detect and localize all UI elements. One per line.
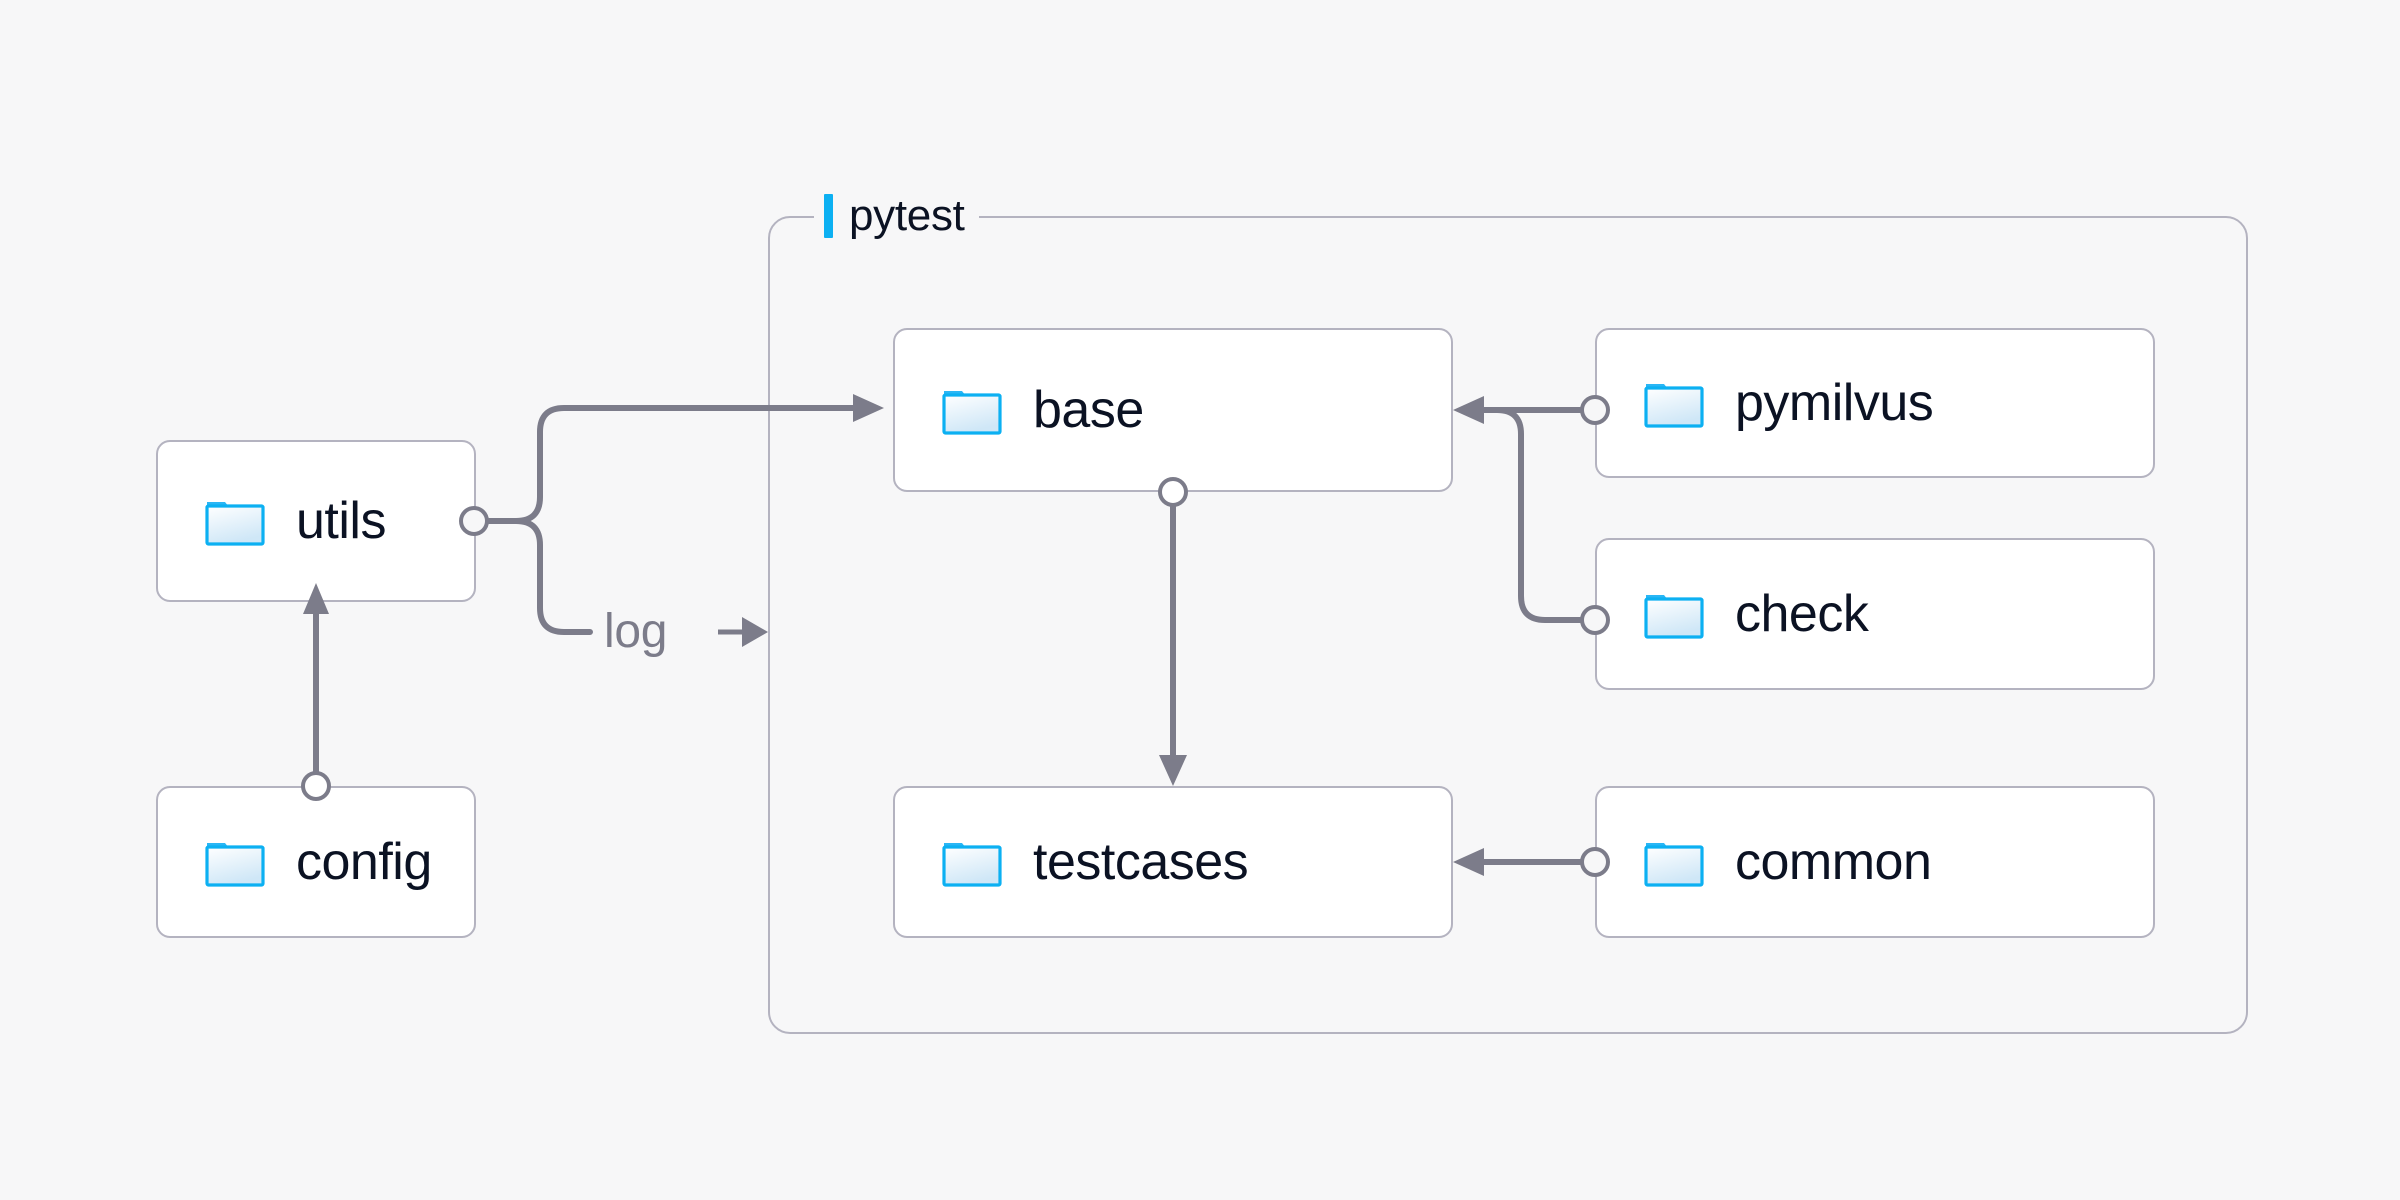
folder-icon bbox=[1644, 595, 1704, 639]
folder-icon bbox=[205, 843, 265, 887]
folder-icon bbox=[205, 502, 265, 546]
node-base-label: base bbox=[1033, 381, 1144, 439]
node-common-label: common bbox=[1735, 833, 1932, 891]
port-pymilvus-left[interactable] bbox=[1580, 395, 1610, 425]
port-common-left[interactable] bbox=[1580, 847, 1610, 877]
node-check-label: check bbox=[1735, 585, 1869, 643]
node-testcases[interactable]: testcases bbox=[893, 786, 1453, 938]
group-accent-bar bbox=[824, 194, 833, 238]
node-pymilvus[interactable]: pymilvus bbox=[1595, 328, 2155, 478]
node-base[interactable]: base bbox=[893, 328, 1453, 492]
edge-common-to-testcases bbox=[1453, 848, 1583, 876]
folder-icon bbox=[942, 391, 1002, 435]
folder-icon bbox=[1644, 384, 1704, 428]
edge-utils-branch bbox=[486, 394, 884, 635]
edge-check-to-base bbox=[1474, 407, 1583, 623]
edge-config-to-utils bbox=[303, 583, 329, 788]
node-config-label: config bbox=[296, 833, 432, 891]
group-pytest[interactable] bbox=[768, 216, 2248, 1034]
port-base-bottom[interactable] bbox=[1158, 477, 1188, 507]
node-testcases-label: testcases bbox=[1033, 833, 1249, 891]
node-common[interactable]: common bbox=[1595, 786, 2155, 938]
edge-label-log: log bbox=[604, 605, 668, 658]
port-utils-right[interactable] bbox=[459, 506, 489, 536]
folder-icon bbox=[942, 843, 1002, 887]
node-utils-label: utils bbox=[296, 492, 386, 550]
edge-base-to-testcases bbox=[1159, 497, 1187, 786]
group-pytest-label: pytest bbox=[849, 191, 965, 240]
node-pymilvus-label: pymilvus bbox=[1735, 374, 1934, 432]
node-check[interactable]: check bbox=[1595, 538, 2155, 690]
edge-log-arrow bbox=[718, 617, 768, 647]
port-config-top[interactable] bbox=[301, 771, 331, 801]
port-check-left[interactable] bbox=[1580, 605, 1610, 635]
group-pytest-label-wrap: pytest bbox=[814, 190, 979, 242]
folder-icon bbox=[1644, 843, 1704, 887]
